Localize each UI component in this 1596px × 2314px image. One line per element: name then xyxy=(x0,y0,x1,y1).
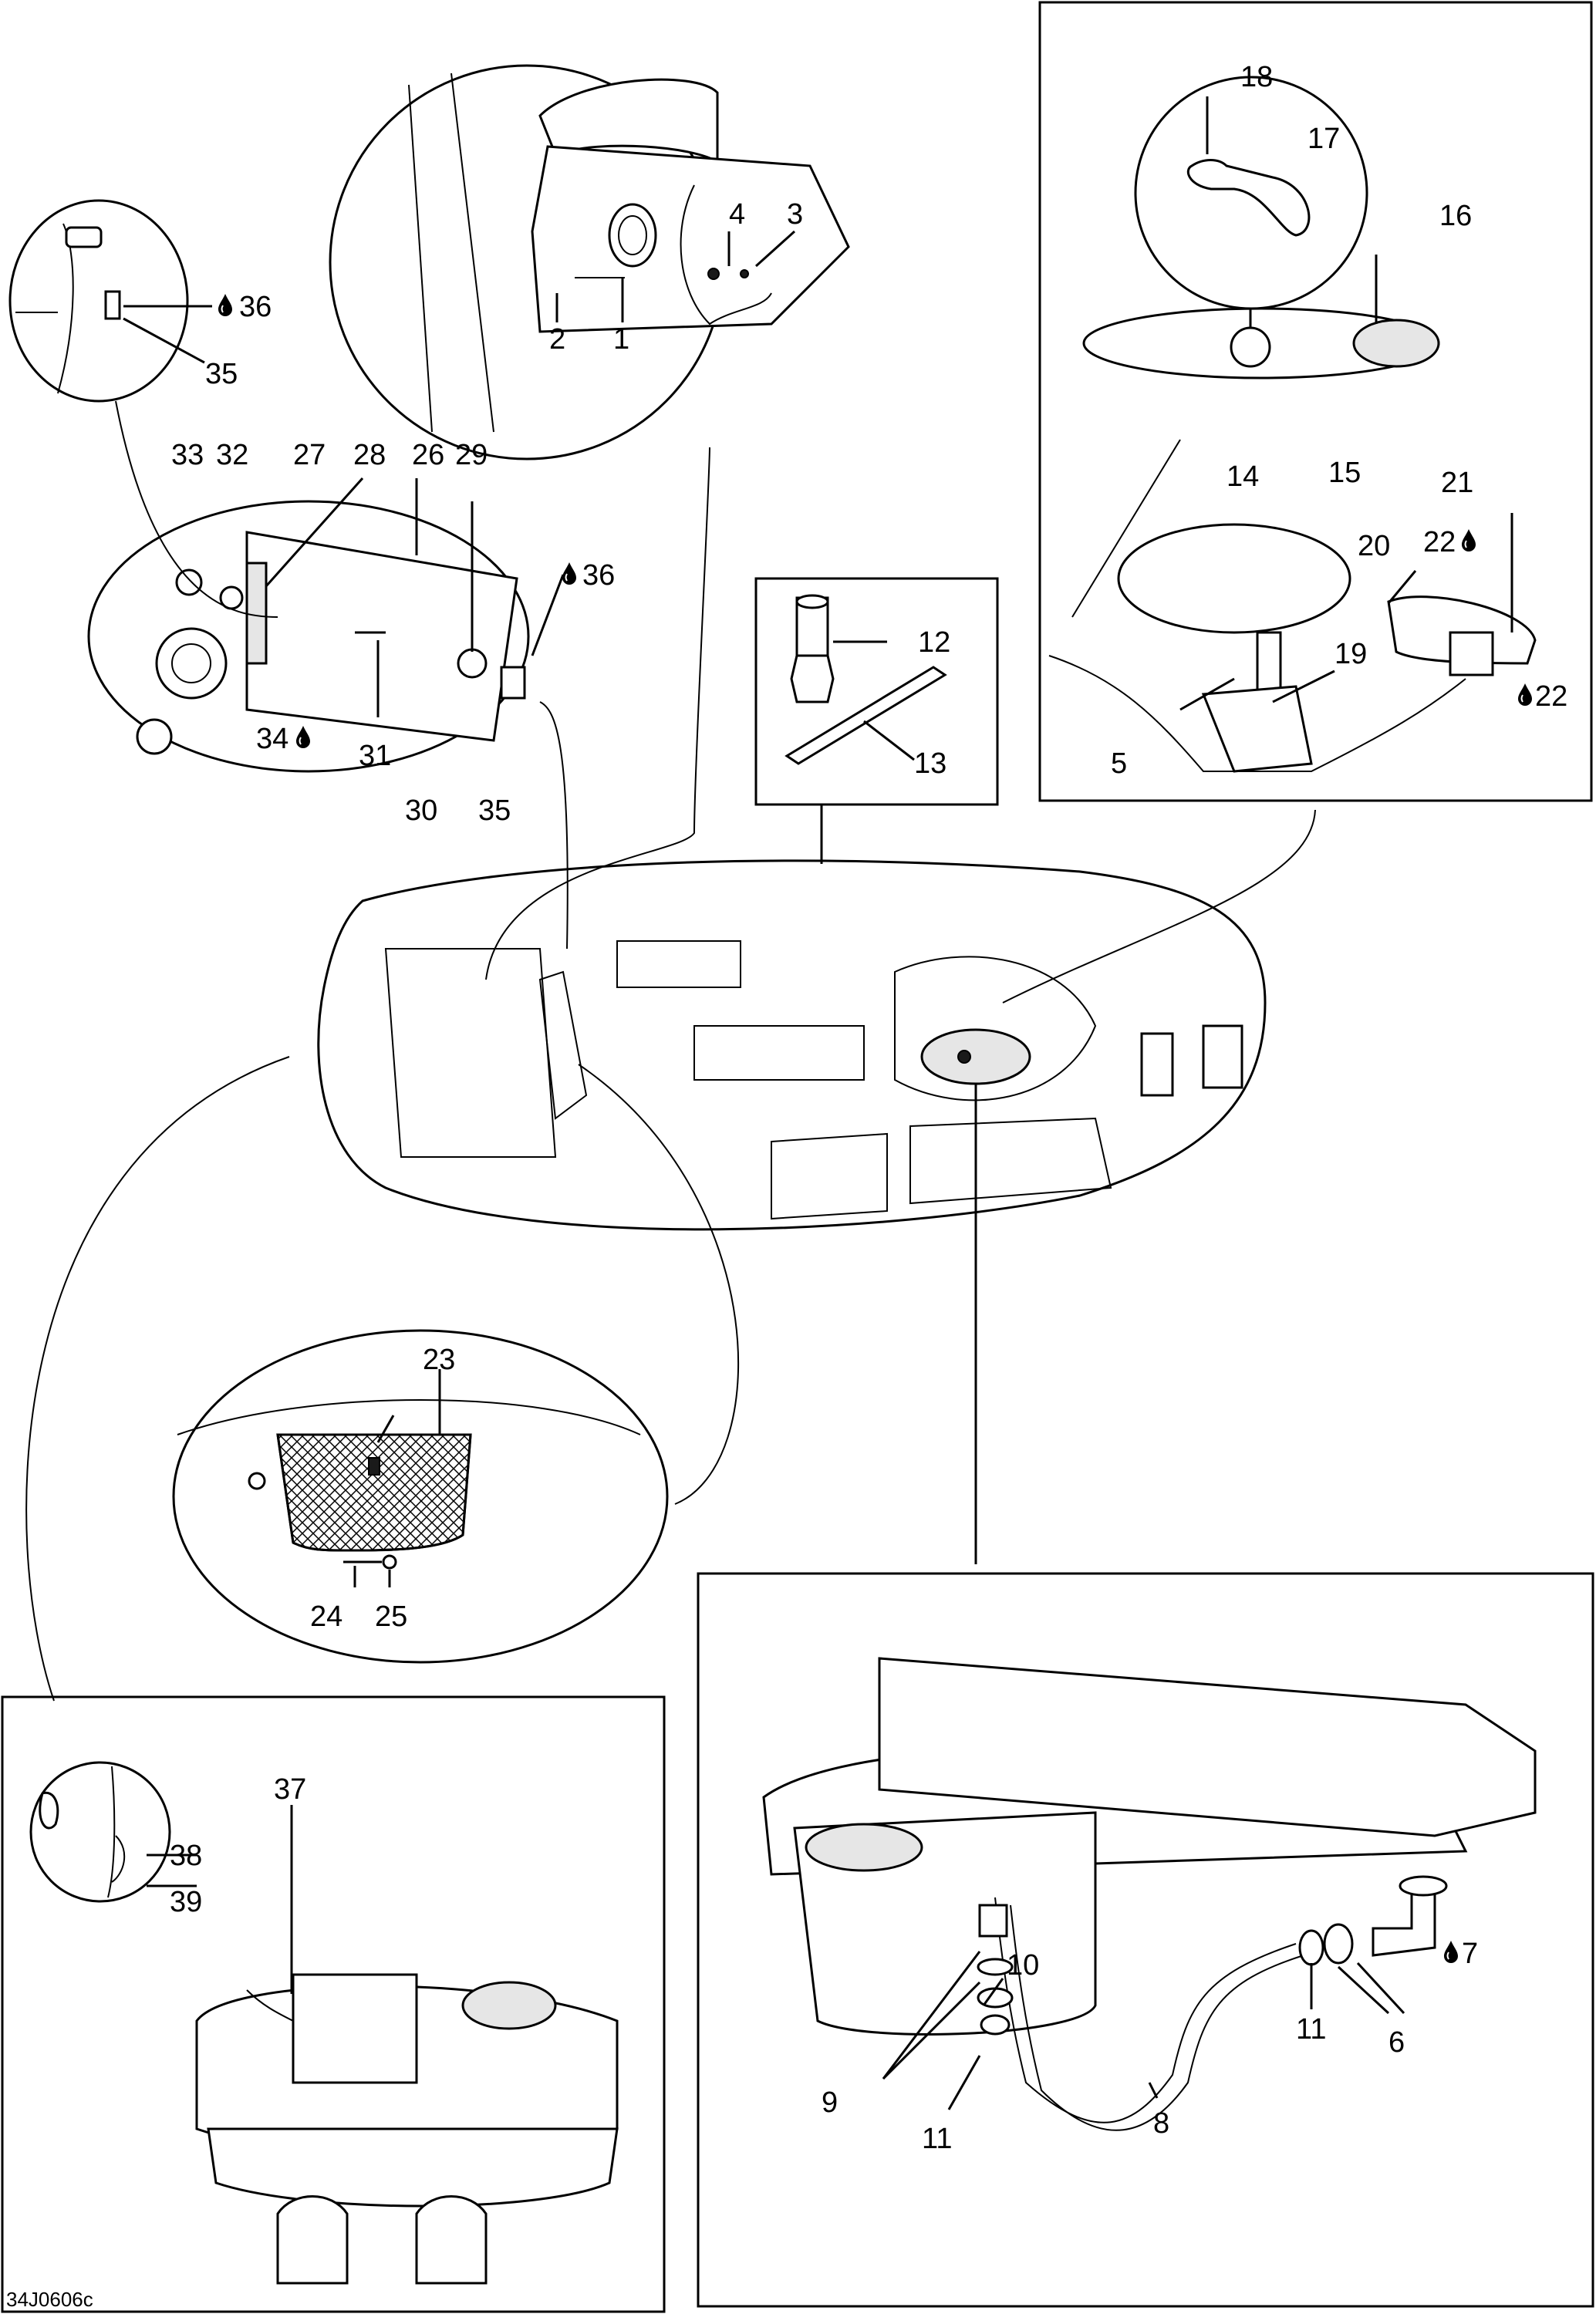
callout-15: 15 xyxy=(1328,457,1361,489)
callout-6: 6 xyxy=(1388,2026,1405,2059)
detail-circle-net xyxy=(172,1329,669,1664)
drop-icon xyxy=(1461,528,1476,552)
callout-19: 19 xyxy=(1334,638,1367,670)
callout-12: 12 xyxy=(918,626,950,659)
callout-35b: 35 xyxy=(478,794,511,827)
figure-code: 34J0606c xyxy=(6,2288,93,2311)
hull-top-view xyxy=(317,859,1267,1564)
callout-28: 28 xyxy=(353,439,386,471)
callout-labels: 1 2 3 4 5 6 7 8 9 10 11 11 12 13 14 15 1… xyxy=(170,61,1567,2155)
callout-16: 16 xyxy=(1439,200,1472,232)
callout-36a: 36 xyxy=(239,291,272,323)
detail-panel-drain xyxy=(697,1572,1594,2308)
callout-10: 10 xyxy=(1007,1949,1039,1982)
callout-18: 18 xyxy=(1240,61,1273,93)
callout-8: 8 xyxy=(1153,2107,1169,2140)
callout-9: 9 xyxy=(822,2086,838,2119)
callout-35a: 35 xyxy=(205,358,238,390)
callout-39: 39 xyxy=(170,1886,202,1918)
callout-27: 27 xyxy=(293,439,326,471)
callout-25: 25 xyxy=(375,1601,407,1633)
callout-36b: 36 xyxy=(582,559,615,592)
callout-20: 20 xyxy=(1358,530,1390,562)
callout-38: 38 xyxy=(170,1840,202,1872)
callout-26: 26 xyxy=(412,439,444,471)
callout-33: 33 xyxy=(171,439,204,471)
callout-22b: 22 xyxy=(1535,680,1567,713)
drop-icon xyxy=(1443,1940,1459,1963)
callout-31: 31 xyxy=(359,740,391,772)
leader-lines xyxy=(25,400,1316,1702)
callout-23: 23 xyxy=(423,1344,455,1376)
detail-oval-glovebox xyxy=(87,477,565,773)
callout-17: 17 xyxy=(1308,123,1340,155)
callout-5: 5 xyxy=(1111,747,1127,780)
callout-22a: 22 xyxy=(1423,526,1456,558)
callout-7: 7 xyxy=(1462,1938,1478,1970)
callout-29: 29 xyxy=(455,439,488,471)
callout-37: 37 xyxy=(274,1773,306,1806)
callout-14: 14 xyxy=(1227,460,1259,493)
detail-circle-cover xyxy=(329,64,850,460)
detail-panel-table xyxy=(1038,1,1593,802)
callout-24: 24 xyxy=(310,1601,342,1633)
callout-13: 13 xyxy=(914,747,946,780)
callout-34: 34 xyxy=(256,723,288,755)
drop-icon xyxy=(562,562,577,585)
detail-circle-latch xyxy=(8,199,212,403)
drop-icon xyxy=(1517,683,1533,706)
callout-3: 3 xyxy=(787,198,803,231)
detail-box-tool xyxy=(754,577,999,864)
callout-2: 2 xyxy=(549,323,565,356)
drop-icon xyxy=(218,293,233,316)
callout-21: 21 xyxy=(1441,467,1473,499)
detail-panel-rear xyxy=(1,1695,666,2313)
callout-11a: 11 xyxy=(1296,2013,1326,2046)
callout-1: 1 xyxy=(613,323,629,356)
callout-11b: 11 xyxy=(922,2123,952,2155)
callout-4: 4 xyxy=(729,198,745,231)
callout-30: 30 xyxy=(405,794,437,827)
callout-32: 32 xyxy=(216,439,248,471)
